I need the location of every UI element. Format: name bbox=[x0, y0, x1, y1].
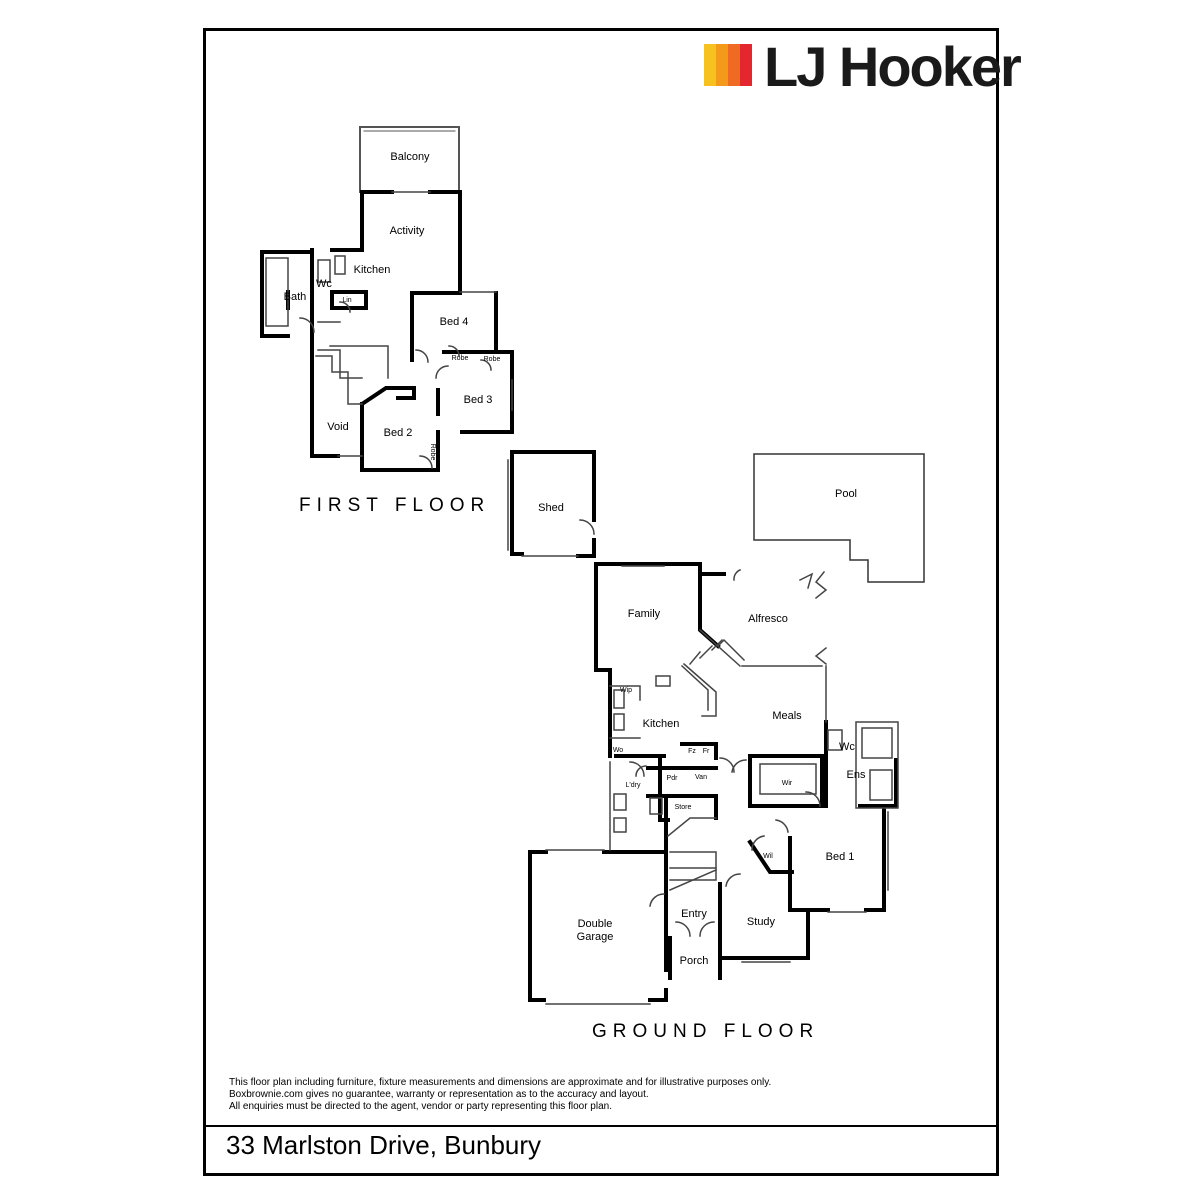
label-wip: Wip bbox=[620, 687, 632, 694]
disclaimer-line: Boxbrownie.com gives no guarantee, warra… bbox=[229, 1089, 649, 1100]
label-bed2: Bed 2 bbox=[384, 427, 413, 439]
ground-floor-thin bbox=[545, 565, 899, 1005]
balcony-outline bbox=[359, 126, 460, 193]
label-meals: Meals bbox=[772, 710, 802, 722]
label-study: Study bbox=[747, 916, 776, 928]
logo-stripe-orange bbox=[728, 44, 740, 86]
pool-outline bbox=[753, 453, 925, 583]
disclaimer-line: All enquiries must be directed to the ag… bbox=[229, 1101, 612, 1112]
label-entry: Entry bbox=[681, 908, 707, 920]
label-gf-kitchen: Kitchen bbox=[643, 718, 680, 730]
logo-stripe-amber bbox=[716, 44, 728, 86]
label-ens: Ens bbox=[847, 769, 866, 781]
disclaimer-line: This floor plan including furniture, fix… bbox=[229, 1077, 772, 1088]
footer-divider bbox=[203, 1125, 999, 1127]
logo-wordmark: LJ Hooker bbox=[764, 35, 1022, 98]
label-garage-line2: Garage bbox=[577, 931, 614, 943]
ground-floor-label: GROUND FLOOR bbox=[592, 1021, 820, 1042]
label-wo: Wo bbox=[613, 747, 623, 754]
label-ff-kitchen: Kitchen bbox=[354, 264, 391, 276]
label-robe-c: Robe bbox=[429, 444, 436, 461]
label-wir: Wir bbox=[782, 780, 793, 787]
disclaimer: This floor plan including furniture, fix… bbox=[229, 1077, 771, 1113]
first-floor-label: FIRST FLOOR bbox=[299, 495, 491, 516]
label-bath: Bath bbox=[284, 291, 307, 303]
label-wil: Wil bbox=[763, 853, 773, 860]
page-frame bbox=[203, 28, 999, 1176]
first-floor-thin bbox=[265, 191, 513, 469]
label-fz: Fz bbox=[688, 748, 696, 755]
label-ldry: L'dry bbox=[626, 782, 641, 789]
logo-stripe-yellow bbox=[704, 44, 716, 86]
label-robe-a: Robe bbox=[452, 355, 469, 362]
label-van: Van bbox=[695, 774, 707, 781]
property-address: 33 Marlston Drive, Bunbury bbox=[226, 1130, 542, 1160]
label-bed4: Bed 4 bbox=[440, 316, 469, 328]
label-balcony: Balcony bbox=[390, 151, 430, 163]
label-family: Family bbox=[628, 608, 661, 620]
label-robe-b: Robe bbox=[484, 356, 501, 363]
label-gf-wc: Wc bbox=[839, 741, 855, 753]
shed-walls bbox=[510, 450, 596, 558]
label-activity: Activity bbox=[390, 225, 425, 237]
label-porch: Porch bbox=[680, 955, 709, 967]
label-bed3: Bed 3 bbox=[464, 394, 493, 406]
first-floor-walls bbox=[260, 190, 514, 472]
label-fr: Fr bbox=[703, 748, 710, 755]
logo-stripe-red bbox=[740, 44, 752, 86]
label-pdr: Pdr bbox=[667, 775, 679, 782]
label-store: Store bbox=[675, 804, 692, 811]
label-lin: Lin bbox=[342, 297, 351, 304]
label-shed: Shed bbox=[538, 502, 564, 514]
label-void: Void bbox=[327, 421, 348, 433]
label-bed1: Bed 1 bbox=[826, 851, 855, 863]
label-alfresco: Alfresco bbox=[748, 613, 788, 625]
label-pool: Pool bbox=[835, 488, 857, 500]
label-garage-line1: Double bbox=[578, 918, 613, 930]
label-ff-wc: Wc bbox=[316, 278, 332, 290]
